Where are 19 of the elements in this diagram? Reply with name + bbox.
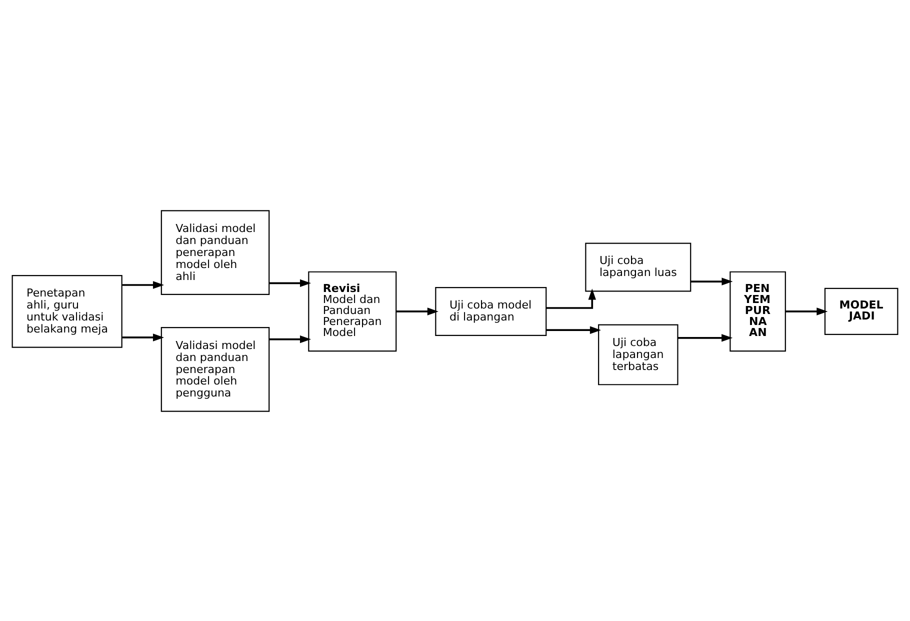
node-box: Uji coba model di lapangan — [435, 286, 547, 336]
node-box: Penetapan ahli, guru untuk validasi belakang meja — [12, 274, 122, 348]
node-box: Uji coba lapangan luas — [585, 242, 692, 292]
arrow — [269, 278, 312, 287]
arrow — [690, 277, 733, 285]
arrow — [269, 334, 312, 343]
node-box: PEN YEM PUR NA AN — [730, 270, 786, 352]
arrow — [546, 288, 596, 308]
arrow — [122, 280, 164, 288]
node-box: Validasi model dan panduan penerapan model oleh ahli — [160, 210, 270, 294]
arrow — [546, 326, 601, 334]
arrow — [678, 334, 733, 342]
arrow — [396, 307, 438, 315]
node-box: MODEL JADI — [824, 287, 898, 335]
node-box: Validasi model dan panduan penerapan model oleh pengguna — [160, 326, 270, 412]
node-box: Revisi Model dan Panduan Penerapan Model — [308, 270, 397, 352]
arrow — [122, 333, 164, 341]
arrow — [786, 307, 828, 315]
node-box: Uji coba lapangan terbatas — [598, 324, 678, 385]
